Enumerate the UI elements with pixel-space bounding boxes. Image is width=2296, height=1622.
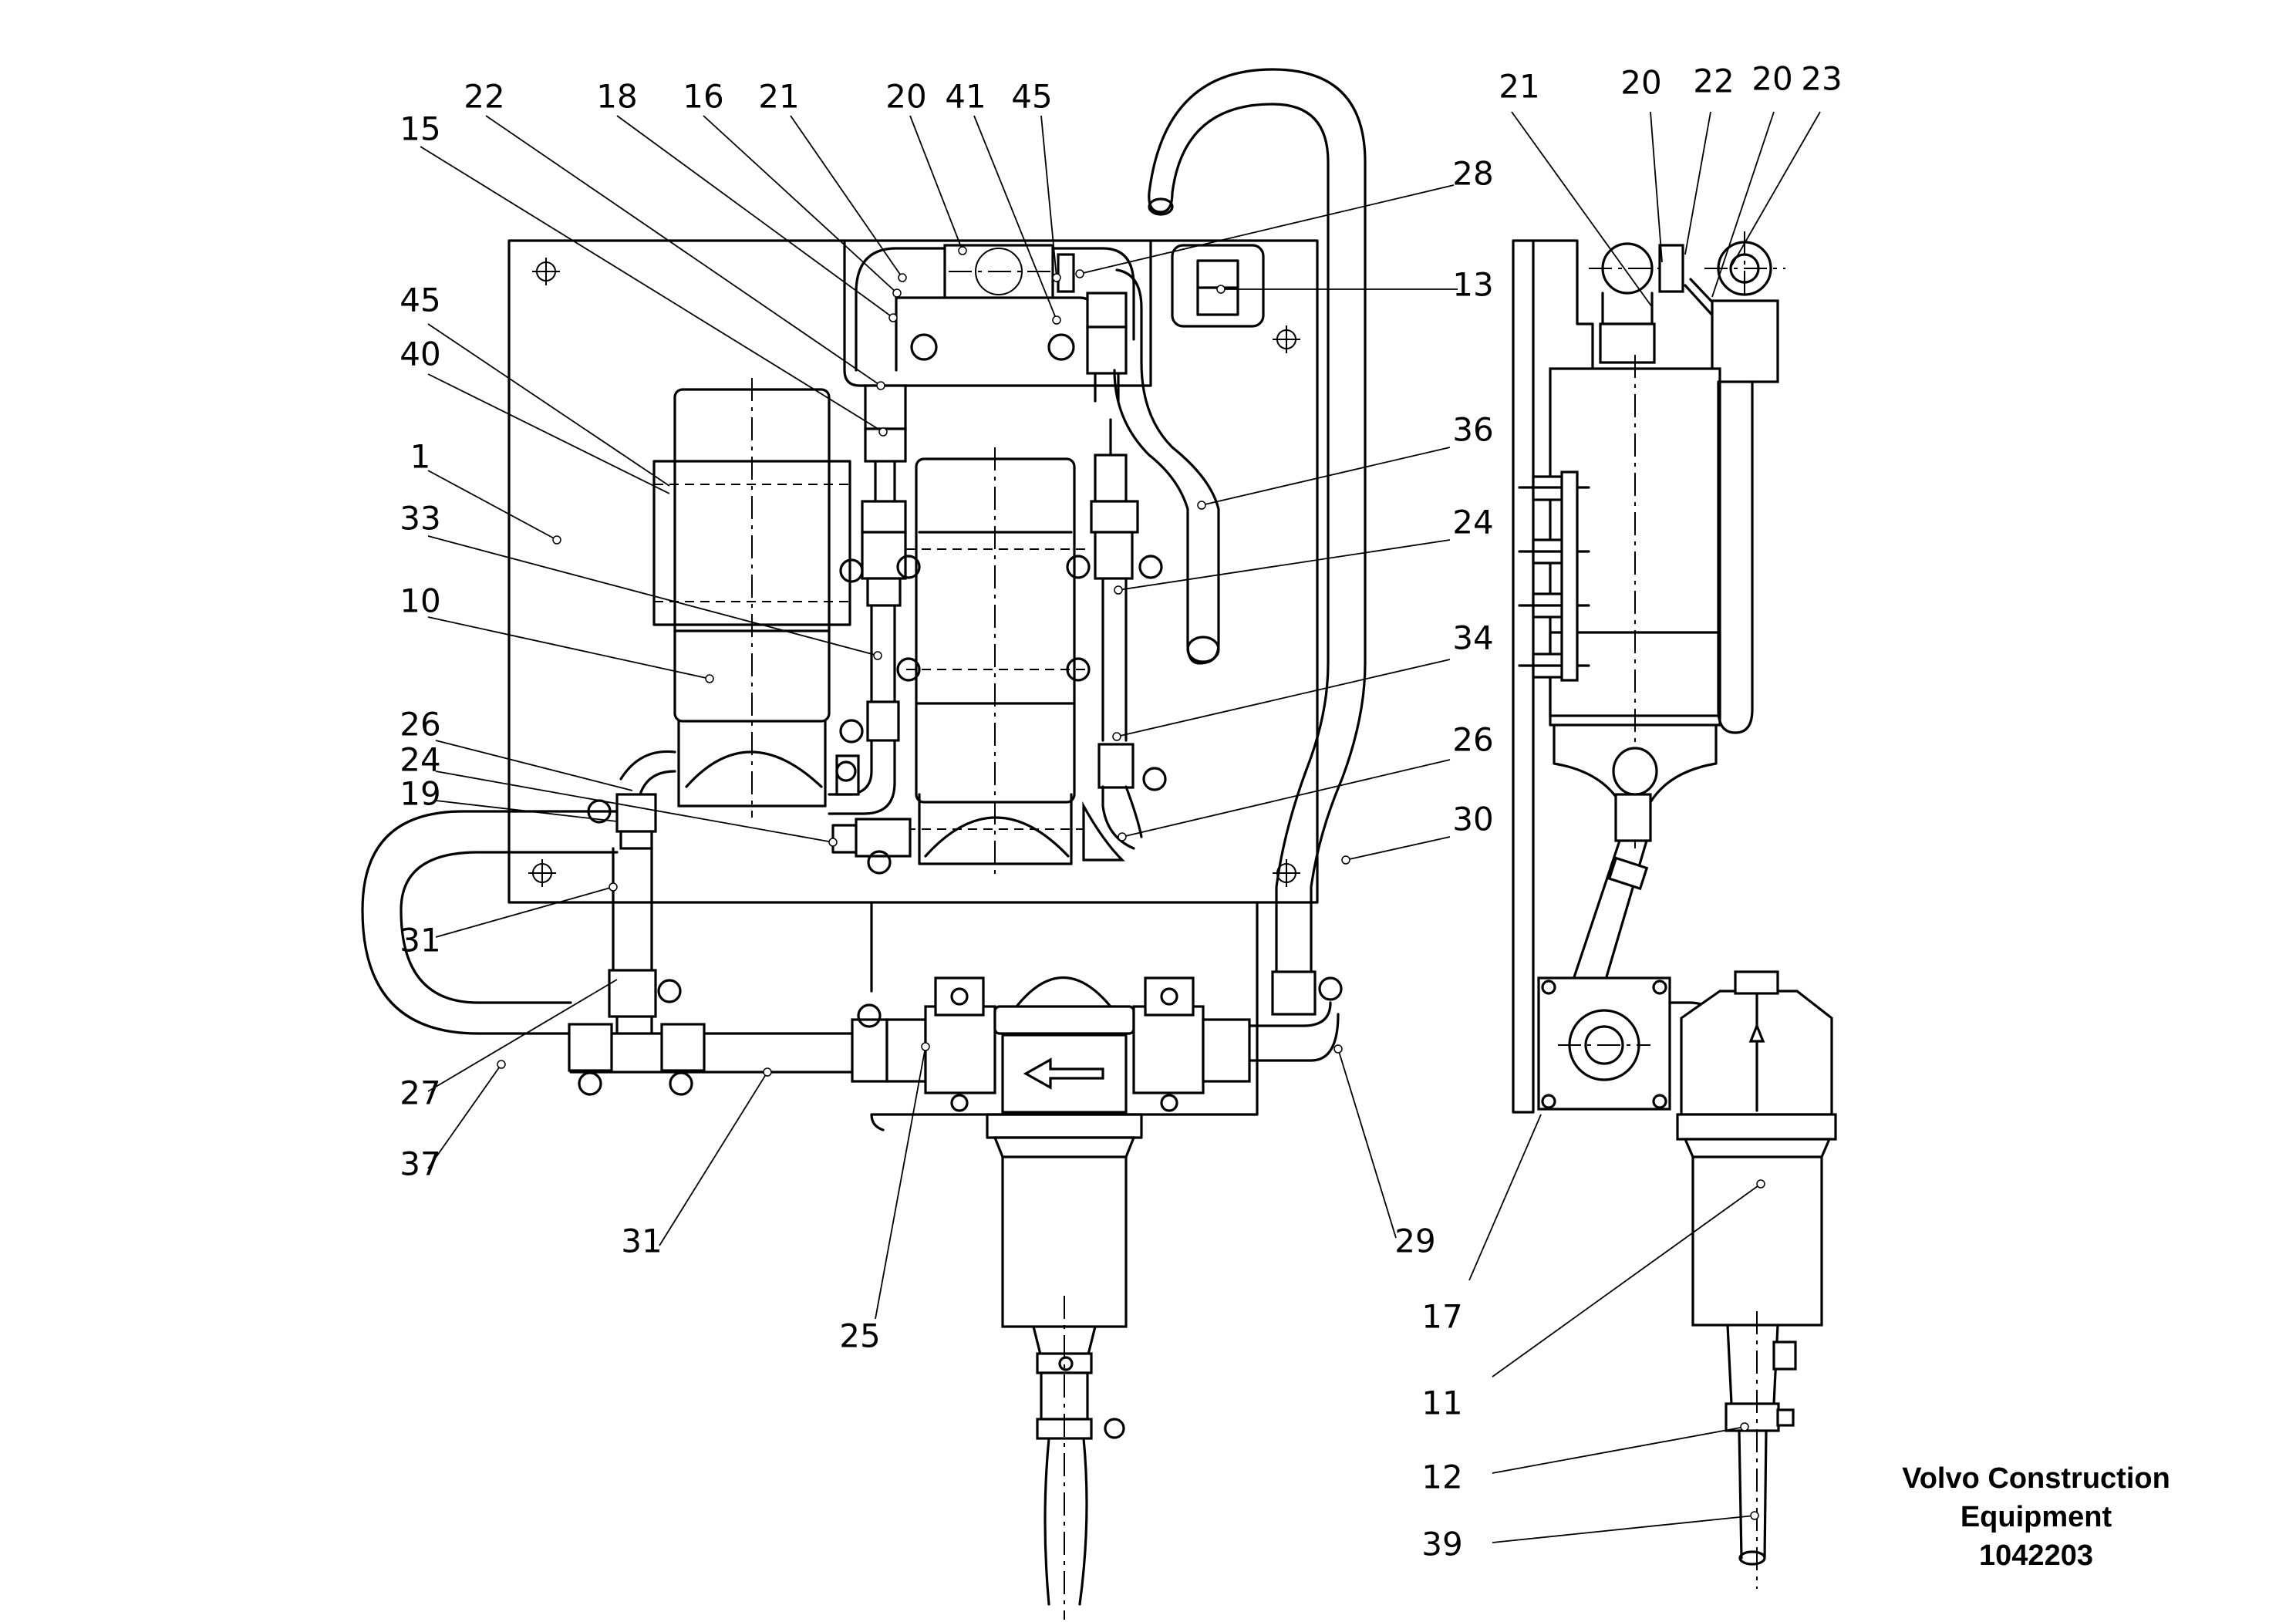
callout-20: 20: [1620, 64, 1661, 102]
hose-30: [1148, 68, 1367, 1062]
callout-20: 20: [885, 78, 926, 116]
pipe-31-vertical: [612, 847, 653, 975]
side-studs: [1518, 470, 1590, 682]
callout-15: 15: [400, 110, 440, 148]
callout-41: 41: [945, 78, 986, 116]
mounting-plate: [507, 239, 1319, 904]
plate-bolt-holes: [528, 258, 1300, 887]
switch-13: [1171, 244, 1265, 328]
side-lower-hose: [1537, 793, 1671, 1111]
side-filter-11: [1668, 970, 1837, 1589]
callout-30: 30: [1452, 801, 1493, 838]
top-bracket: [843, 239, 1152, 387]
side-filter-body: [1549, 355, 1754, 848]
footer-doc-number: 1042203: [1979, 1539, 2093, 1572]
footer-company-line2: Equipment: [1960, 1501, 2112, 1533]
callout-16: 16: [683, 78, 723, 116]
callout-34: 34: [1452, 619, 1493, 657]
callout-23: 23: [1801, 60, 1842, 98]
callout-36: 36: [1452, 411, 1493, 449]
callout-20: 20: [1752, 60, 1792, 98]
right-hose-stack: [865, 500, 1167, 862]
filter-10: [652, 378, 851, 818]
callout-13: 13: [1452, 266, 1493, 304]
callout-28: 28: [1452, 155, 1493, 193]
callout-labels: 22 18 16 21 20 41 45 15 28 13 45 40 1 33…: [400, 60, 1842, 1563]
callout-11: 11: [1421, 1384, 1462, 1422]
pipe-31-horizontal: [568, 1003, 888, 1096]
callout-17: 17: [1421, 1298, 1462, 1336]
callout-10: 10: [400, 582, 440, 620]
callout-24: 24: [400, 741, 440, 779]
side-plate: [1512, 239, 1535, 1114]
callout-39: 39: [1421, 1526, 1462, 1563]
callout-21: 21: [758, 78, 799, 116]
front-view: [361, 68, 1367, 1620]
hose-37-loop: [361, 810, 619, 1035]
callout-31: 31: [621, 1222, 662, 1260]
callout-37: 37: [400, 1145, 440, 1183]
inline-filter-head: [885, 976, 1251, 1620]
callout-1: 1: [410, 438, 431, 476]
callout-27: 27: [400, 1074, 440, 1112]
callout-45: 45: [400, 282, 440, 319]
callout-31: 31: [400, 922, 440, 959]
callout-21: 21: [1499, 68, 1539, 106]
callout-40: 40: [400, 336, 440, 373]
callout-18: 18: [596, 78, 637, 116]
fitting-24: [831, 818, 912, 875]
callout-22: 22: [1693, 62, 1734, 100]
fitting-26-19: [587, 750, 676, 850]
lower-bracket: [870, 901, 1259, 1131]
side-view: [1512, 231, 1837, 1589]
callout-26: 26: [400, 706, 440, 744]
callout-26: 26: [1452, 721, 1493, 759]
callout-45: 45: [1011, 78, 1052, 116]
leader-lines: [420, 111, 1821, 1543]
callout-29: 29: [1394, 1222, 1435, 1260]
footer-company: Volvo Construction: [1902, 1462, 2170, 1495]
callout-33: 33: [400, 500, 440, 538]
left-hose-stack: [828, 500, 907, 815]
callout-19: 19: [400, 775, 440, 813]
callout-22: 22: [464, 78, 504, 116]
side-top-fittings: [1589, 231, 1785, 383]
callout-12: 12: [1421, 1458, 1462, 1496]
callout-24: 24: [1452, 504, 1493, 541]
filter-11-front: [906, 447, 1087, 875]
callout-25: 25: [839, 1317, 880, 1355]
top-fittings: [855, 244, 1220, 665]
